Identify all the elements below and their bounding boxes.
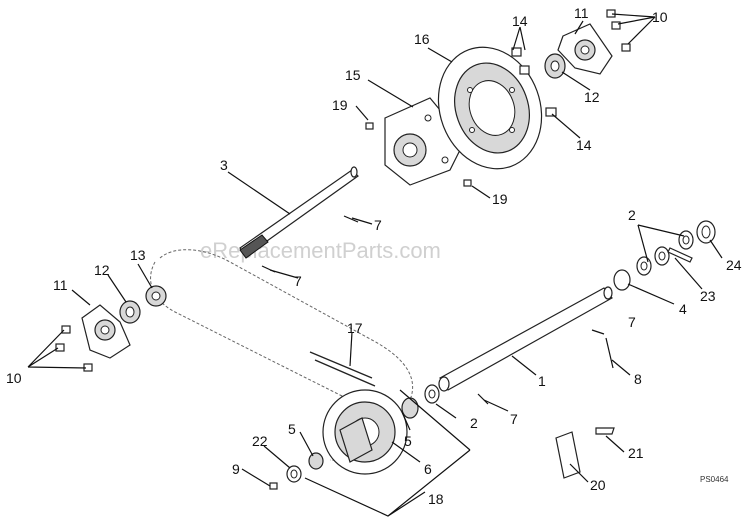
callout-12-upper: 12: [584, 89, 600, 105]
callout-8: 8: [634, 371, 642, 387]
callout-5-left: 5: [288, 421, 296, 437]
callout-18: 18: [428, 491, 444, 507]
figure-code: PS0464: [700, 475, 729, 484]
upper-flange-bolts: [365, 9, 631, 187]
callout-16: 16: [414, 31, 430, 47]
callout-14-upper: 14: [512, 13, 528, 29]
lower-shaft: [438, 286, 613, 392]
callout-6: 6: [424, 461, 432, 477]
callout-1: 1: [538, 373, 546, 389]
callout-10-upper: 10: [652, 9, 668, 25]
left-flange-bolts: [55, 325, 93, 372]
callout-9: 9: [232, 461, 240, 477]
callout-7-d: 7: [510, 411, 518, 427]
callout-24: 24: [726, 257, 742, 273]
callout-7-b: 7: [294, 273, 302, 289]
callout-4: 4: [679, 301, 687, 317]
large-sprocket: [322, 389, 408, 475]
upper-shaft: [239, 166, 359, 259]
driven-pulley: [437, 46, 543, 170]
callout-19-lower: 19: [492, 191, 508, 207]
callout-17: 17: [347, 320, 363, 336]
callout-15: 15: [345, 67, 361, 83]
callout-7-c: 7: [628, 314, 636, 330]
callout-23: 23: [700, 288, 716, 304]
callout-21: 21: [628, 445, 644, 461]
bracket-and-bolt: [555, 427, 615, 479]
left-flange-bearing: [81, 300, 141, 359]
lower-bearings: [269, 384, 440, 490]
callout-10-left: 10: [6, 370, 22, 386]
watermark-text: eReplacementParts.com: [200, 238, 441, 263]
callout-7-a: 7: [374, 217, 382, 233]
leader-lines: [27, 13, 723, 517]
callout-19-upper: 19: [332, 97, 348, 113]
callout-11-left: 11: [53, 277, 68, 293]
callout-2-right: 2: [628, 207, 636, 223]
callout-2-lower: 2: [470, 415, 478, 431]
callout-5-right: 5: [404, 433, 412, 449]
callout-3: 3: [220, 157, 228, 173]
callout-12-left: 12: [94, 262, 110, 278]
small-sprocket: [145, 285, 167, 307]
callout-20: 20: [590, 477, 606, 493]
callout-14-lower: 14: [576, 137, 592, 153]
upper-flange-bearing: [544, 23, 613, 79]
callout-22: 22: [252, 433, 268, 449]
callout-11-upper: 11: [574, 5, 589, 21]
callout-13: 13: [130, 247, 146, 263]
callout-labels: 3 15 16 19 19 14 14 11 10 12 7 7 13 12 1…: [6, 5, 742, 507]
